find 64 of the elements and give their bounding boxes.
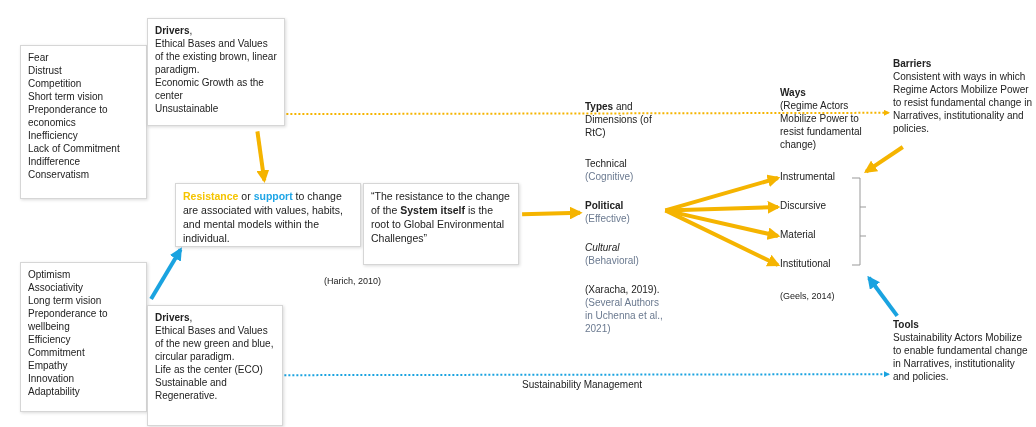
list-item: Conservatism: [28, 168, 91, 181]
dimension-label: (Effective): [585, 212, 631, 225]
description-text: Consistent with ways in which Regime Actors Mobilize Power to resist fundamental change in Narratives, institutionality and policies.: [893, 70, 1033, 135]
arrow: [255, 131, 270, 183]
type-label: Cultural: [585, 241, 621, 254]
driver-card: [147, 305, 283, 426]
column-heading: Ways: [780, 86, 807, 99]
list-item: Lack of Commitment: [28, 142, 121, 155]
list-item: Innovation: [28, 372, 76, 385]
list-item: Competition: [28, 77, 83, 90]
type-label: Political: [585, 199, 625, 212]
dotted-arrow: [285, 109, 890, 116]
arrow: [522, 206, 583, 220]
text-card: [175, 183, 361, 247]
card-text: Unsustainable: [155, 102, 220, 115]
card-text: Ethical Bases and Values of the new green and blue, circular paradigm.: [155, 324, 275, 363]
column-heading: Types and Dimensions (of RtC): [585, 100, 653, 139]
arrow: [863, 145, 904, 174]
card-heading: Drivers,: [155, 311, 194, 324]
citation: (Harich, 2010): [324, 275, 382, 288]
driver-card: [147, 18, 285, 126]
citation: (Geels, 2014): [780, 290, 835, 303]
type-label: Technical: [585, 157, 628, 170]
dimension-label: (Behavioral): [585, 254, 640, 267]
list-item: Short term vision: [28, 90, 105, 103]
list-item: Inefficiency: [28, 129, 79, 142]
card-text: Economic Growth as the center: [155, 76, 265, 102]
list-item: Preponderance to wellbeing: [28, 307, 109, 333]
list-item: Fear: [28, 51, 50, 64]
list-item-label: Instrumental: [780, 170, 836, 183]
list-item-label: Material: [780, 228, 816, 241]
list-item: Preponderance to economics: [28, 103, 109, 129]
edge-label: Sustainability Management: [520, 378, 645, 391]
list-item: Adaptability: [28, 385, 81, 398]
card-text: Sustainable and Regenerative.: [155, 376, 228, 402]
dotted-arrow: [283, 371, 890, 378]
card-text: Life as the center (ECO): [155, 363, 264, 376]
trait-list-card: [20, 45, 147, 199]
column-heading: Barriers: [893, 57, 933, 70]
card-text: Resistance or support to change are associated with values, habits, and mental models within the individual.: [183, 189, 344, 245]
list-item-label: Discursive: [780, 199, 827, 212]
arrow: [665, 200, 781, 214]
trait-list-card: [20, 262, 147, 412]
list-item: Efficiency: [28, 333, 72, 346]
citation: (Several Authors in Uchenna et al., 2021): [585, 296, 664, 335]
arrow: [664, 208, 781, 267]
list-item: Commitment: [28, 346, 86, 359]
description-text: Sustainability Actors Mobilize to enable fundamental change in Narratives, institutionality and policies.: [893, 331, 1029, 383]
dimension-label: (Cognitive): [585, 170, 635, 183]
arrow: [149, 247, 183, 300]
card-text: “The resistance to the change of the System itself is the root to Global Environmental Challenges”: [371, 189, 511, 245]
card-heading: Drivers,: [155, 24, 194, 37]
list-item: Indifference: [28, 155, 82, 168]
citation: (Xaracha, 2019).: [585, 283, 661, 296]
arrow: [867, 275, 899, 318]
list-item: Optimism: [28, 268, 72, 281]
list-item: Associativity: [28, 281, 84, 294]
list-item: Empathy: [28, 359, 69, 372]
list-item: Long term vision: [28, 294, 103, 307]
list-item-label: Institutional: [780, 257, 831, 270]
column-heading: Tools: [893, 318, 920, 331]
column-subtitle: (Regime Actors Mobilize Power to resist fundamental change): [780, 99, 863, 151]
card-text: Ethical Bases and Values of the existing brown, linear paradigm.: [155, 37, 277, 76]
list-item: Distrust: [28, 64, 63, 77]
